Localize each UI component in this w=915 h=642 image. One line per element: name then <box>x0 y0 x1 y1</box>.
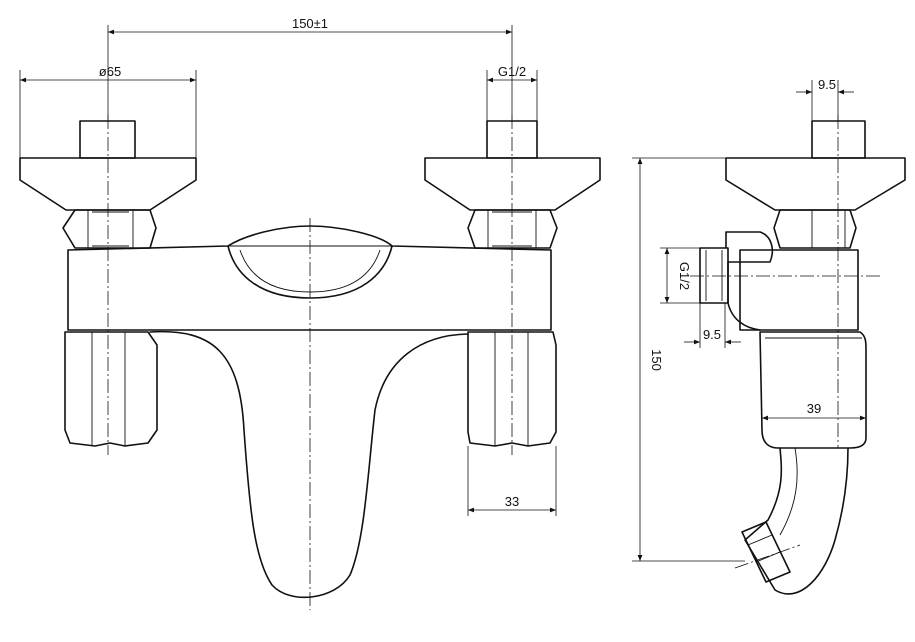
dim-inlet-offset-label: 9.5 <box>703 327 721 342</box>
dim-thread-side: G1/2 <box>660 247 700 304</box>
dim-depth: 39 <box>762 401 866 421</box>
dim-height-label: 150 <box>649 349 664 371</box>
mixer-body <box>67 225 552 331</box>
front-view: 150±1 ø65 G1/2 33 <box>19 16 601 610</box>
dim-nut-label: 33 <box>505 494 519 509</box>
side-view: 150 G1/2 9.5 9.5 39 <box>632 77 906 595</box>
dim-thread-top: G1/2 <box>486 64 538 121</box>
left-handle <box>64 329 158 447</box>
dim-top-offset-label: 9.5 <box>818 77 836 92</box>
spout <box>149 330 469 599</box>
dim-spacing: 150±1 <box>107 16 513 120</box>
outlet-centerline <box>734 544 801 569</box>
dim-depth-label: 39 <box>807 401 821 416</box>
dim-thread-side-label: G1/2 <box>677 262 692 290</box>
dim-inlet-offset: 9.5 <box>684 303 741 348</box>
left-connector <box>19 120 197 249</box>
dim-flange: ø65 <box>19 64 197 158</box>
dim-flange-label: ø65 <box>99 64 121 79</box>
dim-top-offset: 9.5 <box>796 77 854 121</box>
dim-height: 150 <box>632 157 745 562</box>
right-handle <box>467 329 557 447</box>
dim-spacing-label: 150±1 <box>292 16 328 31</box>
right-connector <box>424 120 601 249</box>
dim-thread-top-label: G1/2 <box>498 64 526 79</box>
dim-nut: 33 <box>467 446 557 516</box>
